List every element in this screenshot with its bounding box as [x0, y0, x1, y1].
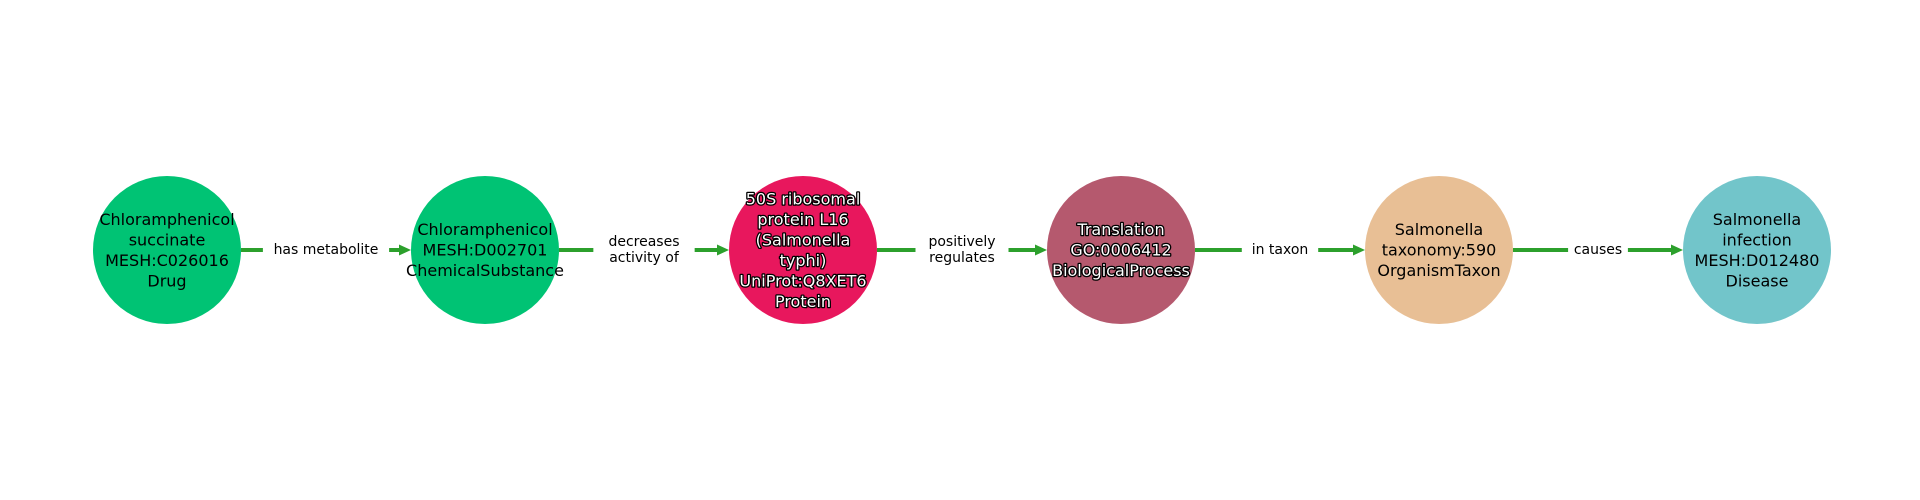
edge-label-background: [262, 240, 390, 260]
node-label-line: 50S ribosomal: [746, 189, 861, 208]
edge-n4-n5: in taxon: [1195, 240, 1365, 260]
node-label-line: MESH:D012480: [1695, 251, 1820, 270]
node-label-line: UniProt:Q8XET6: [739, 271, 866, 290]
edge-label-line: regulates: [929, 250, 995, 266]
node-circle: [93, 176, 241, 324]
node-label-line: GO:0006412: [1070, 241, 1171, 260]
edge-arrowhead: [1671, 244, 1683, 256]
edge-arrowhead: [399, 244, 411, 256]
edge-label-background: [915, 232, 1009, 268]
node-circle: [1683, 176, 1831, 324]
node-label-line: (Salmonella: [756, 230, 851, 249]
edge-label-line: decreases: [608, 234, 679, 250]
node-circle: [411, 176, 559, 324]
edge-label-line: activity of: [609, 250, 680, 266]
edge-label: causes: [1574, 242, 1622, 258]
node-label-line: ChemicalSubstance: [406, 261, 564, 280]
edge-n1-n2: has metabolite: [241, 240, 411, 260]
node-n3: 50S ribosomal protein L16(Salmonella typhi…: [729, 176, 877, 324]
node-label-line: MESH:C026016: [105, 251, 229, 270]
node-label-line: Chloramphenicol: [99, 210, 234, 229]
node-label: 50S ribosomal protein L16(Salmonella typhi…: [739, 189, 866, 311]
node-label-line: Disease: [1726, 271, 1789, 290]
node-label-line: Chloramphenicol: [417, 220, 552, 239]
node-label-line: Drug: [147, 271, 186, 290]
node-label-line: taxonomy:590: [1382, 241, 1497, 260]
edge-arrowhead: [1353, 244, 1365, 256]
node-label-line: typhi): [780, 251, 827, 270]
edge-label-line: positively: [928, 234, 995, 250]
edge-n5-n6: causes: [1513, 240, 1683, 260]
edge-label-background: [1241, 240, 1319, 260]
node-circle: [729, 176, 877, 324]
edge-label-line: has metabolite: [274, 242, 379, 258]
node-label-line: OrganismTaxon: [1377, 261, 1500, 280]
node-label-line: BiologicalProcess: [1052, 261, 1190, 280]
node-label-line: succinate: [129, 230, 206, 249]
edge-label-background: [593, 232, 695, 268]
node-label-line: Protein: [775, 292, 831, 311]
edge-label-line: causes: [1574, 242, 1622, 258]
node-label-line: Salmonella: [1395, 220, 1483, 239]
edge-label: has metabolite: [274, 242, 379, 258]
edge-arrowhead: [717, 244, 729, 256]
node-label-line: Translation: [1076, 220, 1164, 239]
node-circle: [1365, 176, 1513, 324]
node-label-line: MESH:D002701: [423, 241, 548, 260]
edge-label-background: [1568, 240, 1628, 260]
edge-arrowhead: [1035, 244, 1047, 256]
edge-label-line: in taxon: [1252, 242, 1309, 258]
node-label-line: protein L16: [757, 210, 848, 229]
edge-label: in taxon: [1252, 242, 1309, 258]
node-label-line: infection: [1722, 230, 1792, 249]
node-label-line: Salmonella: [1713, 210, 1801, 229]
node-circle: [1047, 176, 1195, 324]
